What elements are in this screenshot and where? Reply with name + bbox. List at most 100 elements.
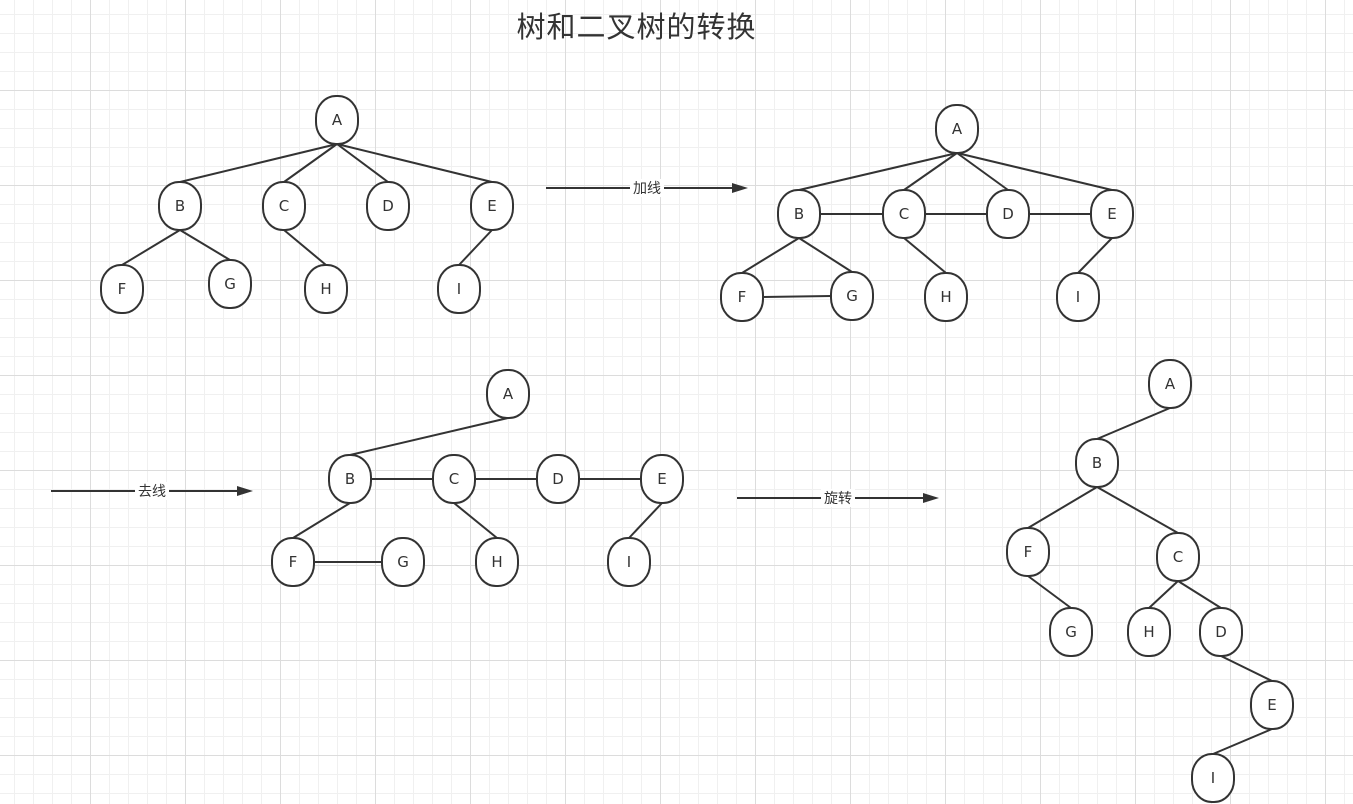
remove-lines-node-E-label: E [657, 470, 666, 488]
add-lines-edge-E-I [1077, 237, 1113, 274]
add-lines-node-D-label: D [1002, 205, 1014, 223]
rotate-edge-C-D [1177, 580, 1222, 609]
add-lines-edge-A-D [956, 152, 1009, 191]
add-lines-node-I-shape [1056, 272, 1100, 322]
remove-lines-node-A-label: A [503, 385, 514, 403]
remove-lines-node-I-shape [607, 537, 651, 587]
remove-lines-node-F: F [271, 537, 315, 587]
add-lines-edge-F-G [762, 295, 832, 298]
original-tree-node-F: F [100, 264, 144, 314]
add-lines-node-G-shape [830, 271, 874, 321]
rotate-node-F-label: F [1024, 543, 1033, 561]
add-lines-node-A: A [935, 104, 979, 154]
rotate-node-G: G [1049, 607, 1093, 657]
arrow-remove-lines-label-bg [135, 482, 169, 500]
original-tree-node-A-shape [315, 95, 359, 145]
original-tree-node-E-shape [470, 181, 514, 231]
original-tree-edge-A-C [283, 143, 338, 183]
original-tree-node-C-shape [262, 181, 306, 231]
rotate-node-H: H [1127, 607, 1171, 657]
remove-lines-edge-A-B [349, 417, 509, 456]
original-tree-node-F-shape [100, 264, 144, 314]
rotate-edge-B-F [1027, 486, 1098, 529]
remove-lines-node-H-label: H [491, 553, 502, 571]
add-lines-node-G: G [830, 271, 874, 321]
rotate-node-D: D [1199, 607, 1243, 657]
add-lines-edge-A-E [956, 152, 1113, 191]
original-tree-edge-C-H [283, 229, 327, 266]
add-lines-node-F-shape [720, 272, 764, 322]
original-tree-edge-B-F [121, 229, 181, 266]
original-tree-node-F-label: F [118, 280, 127, 298]
rotate-edge-B-C [1096, 486, 1179, 534]
rotate-node-G-label: G [1065, 623, 1077, 641]
remove-lines-node-C: C [432, 454, 476, 504]
add-lines-node-I-label: I [1076, 288, 1080, 306]
remove-lines-node-H: H [475, 537, 519, 587]
remove-lines-node-B-shape [328, 454, 372, 504]
add-lines-node-E-label: E [1107, 205, 1116, 223]
rotate-node-A-label: A [1165, 375, 1176, 393]
rotate-node-D-label: D [1215, 623, 1227, 641]
add-lines-node-C: C [882, 189, 926, 239]
add-lines-node-D: D [986, 189, 1030, 239]
arrow-add-lines-label-bg [630, 179, 664, 197]
remove-lines-node-C-shape [432, 454, 476, 504]
arrow-add-lines-head [732, 183, 748, 193]
remove-lines-node-G: G [381, 537, 425, 587]
rotate-node-I: I [1191, 753, 1235, 803]
remove-lines-node-I-label: I [627, 553, 631, 571]
rotate-node-D-shape [1199, 607, 1243, 657]
rotate-node-H-shape [1127, 607, 1171, 657]
original-tree-node-I-label: I [457, 280, 461, 298]
rotate-node-B: B [1075, 438, 1119, 488]
original-tree-node-D-shape [366, 181, 410, 231]
add-lines-node-B-label: B [794, 205, 804, 223]
remove-lines-node-I: I [607, 537, 651, 587]
original-tree-edge-A-E [336, 143, 493, 183]
original-tree-node-C-label: C [279, 197, 289, 215]
original-tree-node-D-label: D [382, 197, 394, 215]
edges-layer [121, 143, 1273, 755]
add-lines-node-C-shape [882, 189, 926, 239]
original-tree-edge-E-I [458, 229, 493, 266]
original-tree-node-E-label: E [487, 197, 496, 215]
remove-lines-node-A-shape [486, 369, 530, 419]
remove-lines-edge-B-F [292, 502, 351, 539]
remove-lines-node-G-shape [381, 537, 425, 587]
remove-lines-node-D: D [536, 454, 580, 504]
add-lines-node-C-label: C [899, 205, 909, 223]
add-lines-node-G-label: G [846, 287, 858, 305]
remove-lines-edge-C-H [453, 502, 498, 539]
rotate-edge-A-B [1096, 407, 1171, 440]
arrow-remove-lines-label: 去线 [138, 484, 166, 500]
remove-lines-node-B: B [328, 454, 372, 504]
remove-lines-node-D-shape [536, 454, 580, 504]
original-tree-edge-A-B [179, 143, 338, 183]
original-tree-node-B-label: B [175, 197, 185, 215]
original-tree-node-I: I [437, 264, 481, 314]
original-tree-node-C: C [262, 181, 306, 231]
original-tree-edge-A-D [336, 143, 389, 183]
add-lines-node-A-shape [935, 104, 979, 154]
add-lines-node-D-shape [986, 189, 1030, 239]
original-tree-node-D: D [366, 181, 410, 231]
rotate-node-B-label: B [1092, 454, 1102, 472]
page-title: 树和二叉树的转换 [516, 10, 757, 44]
add-lines-node-F-label: F [738, 288, 747, 306]
arrow-remove-lines-head [237, 486, 253, 496]
rotate-node-F-shape [1006, 527, 1050, 577]
add-lines-node-A-label: A [952, 120, 963, 138]
arrow-rotate-label: 旋转 [824, 491, 852, 507]
rotate-node-I-shape [1191, 753, 1235, 803]
rotate-node-H-label: H [1143, 623, 1154, 641]
original-tree-node-G: G [208, 259, 252, 309]
rotate-node-C-label: C [1173, 548, 1183, 566]
original-tree-node-G-label: G [224, 275, 236, 293]
arrow-rotate-label-bg [821, 489, 855, 507]
add-lines-edge-B-F [741, 237, 800, 274]
original-tree-node-A-label: A [332, 111, 343, 129]
original-tree-node-B: B [158, 181, 202, 231]
